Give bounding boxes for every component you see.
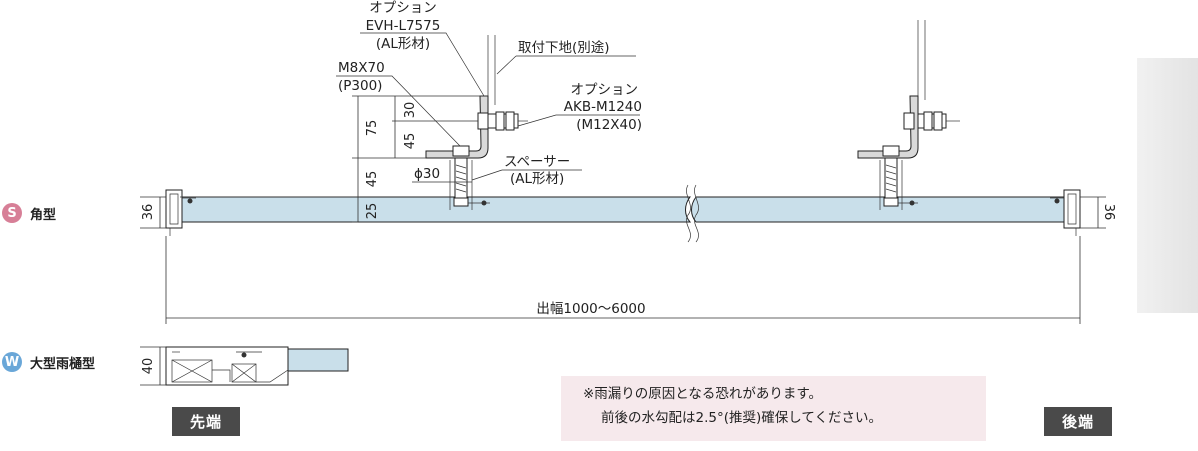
bolt-pitch-label: (P300) bbox=[338, 78, 382, 94]
spacer-name-label: スペーサー bbox=[504, 154, 570, 170]
phi-label: ϕ30 bbox=[414, 166, 440, 182]
legend-w-type: W 大型雨樋型 bbox=[2, 352, 95, 372]
dim-36-right-group: 36 bbox=[1080, 196, 1116, 229]
right-bracket-assembly bbox=[857, 20, 960, 210]
option1-code: EVH-L7575 bbox=[366, 18, 441, 34]
legend-s-badge: S bbox=[2, 203, 22, 223]
dim-45-upper: 45 bbox=[403, 133, 418, 150]
bolt-spec-label: M8X70 bbox=[338, 60, 385, 76]
dim-25: 25 bbox=[365, 203, 380, 220]
dim-36-left: 36 bbox=[141, 204, 156, 221]
option2-title: オプション bbox=[571, 82, 639, 98]
option1-title: オプション bbox=[369, 0, 437, 16]
dim-75: 75 bbox=[365, 120, 380, 137]
left-bracket-assembly bbox=[425, 35, 528, 210]
callouts: オプション EVH-L7575 (AL形材) 取付下地(別途) M8X70 (P… bbox=[336, 0, 642, 187]
notice-line-1: ※雨漏りの原因となる恐れがあります。 bbox=[583, 386, 823, 402]
front-end-label: 先端 bbox=[172, 407, 240, 436]
main-panel bbox=[179, 184, 1065, 243]
width-dimension-group: 出幅1000〜6000 bbox=[165, 236, 1081, 324]
drainage-notice: ※雨漏りの原因となる恐れがあります。 前後の水勾配は2.5°(推奨)確保してくだ… bbox=[561, 376, 986, 441]
notice-line-2: 前後の水勾配は2.5°(推奨)確保してください。 bbox=[601, 410, 882, 426]
vertical-dimensions: 30 75 45 45 25 bbox=[180, 95, 488, 223]
panel-left-body bbox=[179, 196, 692, 223]
break-line-left bbox=[686, 184, 691, 243]
dim-36-right: 36 bbox=[1101, 204, 1116, 221]
dim-36-left-group: 36 bbox=[140, 196, 166, 229]
break-line-right bbox=[694, 184, 699, 243]
option2-size: (M12X40) bbox=[576, 117, 642, 133]
option1-material: (AL形材) bbox=[376, 36, 430, 52]
dim-40: 40 bbox=[141, 358, 156, 375]
mounting-base-label: 取付下地(別途) bbox=[518, 39, 610, 56]
dim-45-lower: 45 bbox=[365, 171, 380, 188]
legend-s-label: 角型 bbox=[30, 207, 57, 223]
rear-end-cap bbox=[1050, 189, 1081, 236]
legend-w-badge: W bbox=[2, 352, 22, 372]
legend-s-type: S 角型 bbox=[2, 203, 56, 223]
dim-30: 30 bbox=[403, 102, 418, 119]
spacer-material-label: (AL形材) bbox=[510, 171, 564, 187]
front-end-cap bbox=[165, 189, 196, 236]
width-range-label: 出幅1000〜6000 bbox=[536, 301, 645, 317]
option2-code: AKB-M1240 bbox=[564, 99, 642, 115]
w-type-section: 40 bbox=[140, 346, 349, 386]
side-wall-panel bbox=[1137, 58, 1198, 313]
rear-end-label: 後端 bbox=[1044, 407, 1112, 436]
panel-right-body bbox=[691, 196, 1065, 223]
legend-w-label: 大型雨樋型 bbox=[30, 356, 96, 372]
